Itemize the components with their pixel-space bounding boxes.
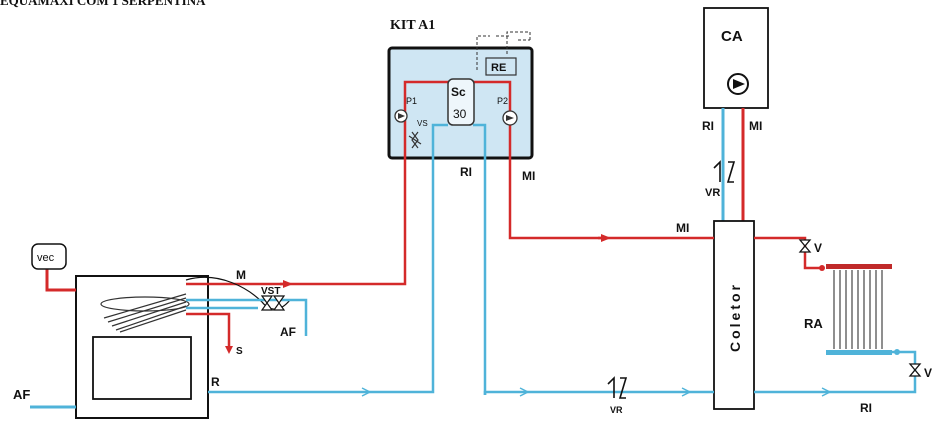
kit-return-pipe (431, 123, 487, 395)
check-valve-lower-icon (607, 376, 628, 399)
label-r-line: R (211, 375, 220, 389)
valve-label: VS (417, 119, 428, 128)
label-vr-upper: VR (705, 187, 720, 199)
boiler-box (703, 7, 769, 109)
label-v-top: V (814, 241, 822, 255)
vec-box (31, 243, 67, 270)
radiator-label: RA (804, 316, 823, 331)
kit-supply-pipe-2 (473, 80, 512, 168)
heat-exchanger (447, 78, 475, 126)
label-v-bottom: V (924, 366, 932, 380)
page-title: EQUAMAXI COM 1 SERPENTINA (0, 0, 206, 8)
label-mi-boiler: MI (749, 119, 762, 133)
kit-supply-pipe (403, 80, 450, 170)
radiator-return-pipe (754, 350, 917, 394)
pump2-label: P2 (497, 96, 508, 106)
collector-box (713, 220, 755, 410)
heat-exchanger-bottom: 30 (453, 107, 467, 121)
label-m-line: M (236, 268, 246, 282)
vst-cold-pipe (186, 298, 308, 336)
kit-title: KIT A1 (390, 18, 435, 33)
label-mi-kit: MI (522, 169, 535, 183)
r-return-pipe (208, 390, 435, 394)
label-ri-bottom: RI (860, 401, 872, 415)
radiator-bottom (826, 350, 892, 355)
vec-pipe (45, 268, 76, 292)
re-box (485, 57, 517, 76)
vec-label: vec (37, 252, 55, 264)
safety-valve-icon (408, 131, 422, 149)
label-af-out: AF (280, 325, 296, 339)
outlet-arrow-icon (225, 346, 233, 354)
label-vr-lower: VR (610, 405, 623, 415)
label-s: S (236, 346, 243, 357)
label-ri-boiler: RI (702, 119, 714, 133)
boiler-label: CA (721, 28, 743, 45)
re-label: RE (491, 62, 506, 74)
outlet-pipe (186, 312, 231, 346)
valve-v-bottom-icon (908, 363, 922, 377)
label-af-in: AF (13, 387, 30, 402)
label-ri-kit: RI (460, 165, 472, 179)
ri-return-pipe (483, 390, 714, 395)
radiator-supply-pipe (754, 236, 822, 270)
label-vst: VST (261, 286, 280, 297)
valve-v-top-icon (798, 239, 812, 253)
vst-valve-icon (260, 295, 286, 311)
stove-door (92, 336, 192, 400)
m-supply-pipe (186, 170, 407, 286)
pump1-label: P1 (406, 96, 417, 106)
radiator-fins (833, 270, 883, 349)
heat-exchanger-top: Sc (451, 85, 466, 99)
label-mi-collector: MI (676, 221, 689, 235)
check-valve-upper-icon (713, 160, 736, 183)
collector-label: Coletor (727, 282, 743, 352)
mi-supply-pipe (508, 168, 714, 240)
re-wiring (476, 31, 531, 70)
coil-icon (100, 293, 190, 333)
radiator-top (826, 264, 892, 269)
